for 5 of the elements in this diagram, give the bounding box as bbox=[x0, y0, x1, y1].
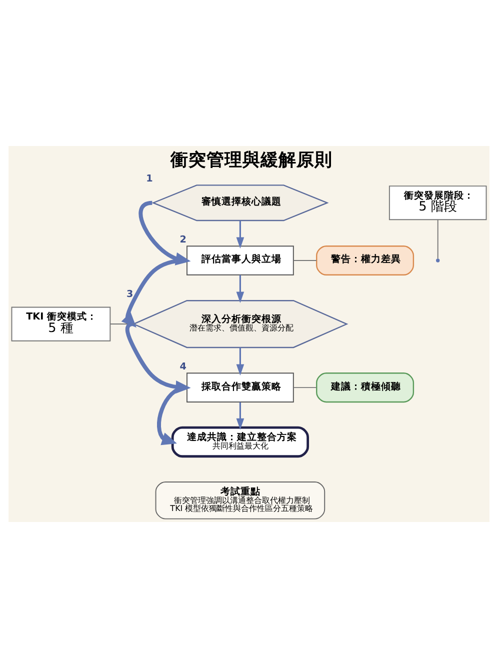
node-label: 4 bbox=[180, 361, 186, 372]
diagram-title: 衝突管理與緩解原則 bbox=[170, 150, 333, 170]
node-label: 1 bbox=[146, 173, 153, 184]
node-label: 3 bbox=[126, 288, 134, 300]
node-label: 2 bbox=[180, 234, 186, 246]
